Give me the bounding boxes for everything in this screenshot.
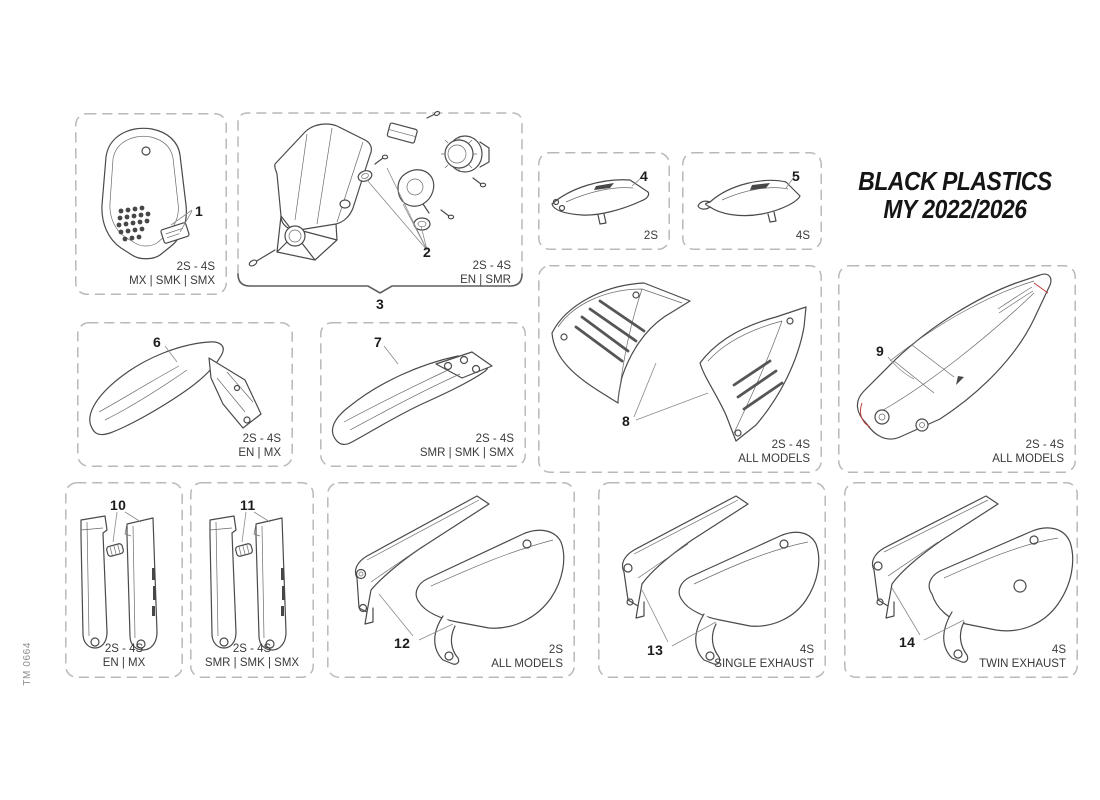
panel-side-panels-2s: 12 2S ALL MODELS: [327, 482, 575, 678]
connector-drawing: [386, 122, 418, 144]
models-label: ALL MODELS: [491, 658, 563, 670]
part-number-8: 8: [622, 413, 631, 429]
variant-label: 4S: [799, 644, 814, 656]
airbox-cover-4s-drawing: [682, 152, 822, 250]
models-label: EN | MX: [238, 447, 281, 459]
panel-front-fender-enduro: 6 2S - 4S EN | MX: [77, 322, 293, 467]
variant-label: 4S: [1051, 644, 1066, 656]
panel-headlight-mask-assembly: 2 2S - 4S EN | SMR: [237, 110, 523, 294]
bulb-holder-drawing: [397, 169, 435, 207]
models-label: EN | MX: [102, 657, 146, 669]
models-label: SMR | SMK | SMX: [204, 657, 300, 669]
models-label: MX | SMK | SMX: [129, 275, 215, 287]
models-label: ALL MODELS: [992, 453, 1064, 465]
part-number-5: 5: [792, 168, 801, 184]
part-number-13: 13: [647, 642, 664, 658]
variant-label: 2S: [643, 230, 658, 242]
variant-label: 2S - 4S: [176, 261, 215, 273]
part-number-9: 9: [876, 343, 885, 359]
panel-front-fender-supermoto: 7 2S - 4S SMR | SMK | SMX: [320, 322, 526, 467]
panel-fork-guards-supermoto: 11 2S - 4S SMR | SMK | SMX: [190, 482, 314, 678]
variant-label: 2S - 4S: [104, 643, 144, 655]
headlight-mask-drawing: [237, 110, 523, 294]
panel-radiator-shrouds: 8 2S - 4S ALL MODELS: [538, 265, 822, 473]
clip-drawing: [106, 543, 124, 557]
part-number-11: 11: [240, 497, 256, 513]
panel-side-panels-single-exhaust: 13 4S SINGLE EXHAUST: [598, 482, 826, 678]
part-number-1: 1: [195, 203, 204, 219]
variant-label: 2S - 4S: [242, 433, 281, 445]
airbox-cover-2s-drawing: [538, 152, 670, 250]
models-label: ALL MODELS: [738, 453, 810, 465]
part-number-10: 10: [110, 497, 127, 513]
vent-dots: [116, 205, 151, 242]
title-line-1: BLACK PLASTICS: [858, 166, 1052, 196]
part-number-6: 6: [153, 334, 162, 350]
variant-label: 2S - 4S: [1025, 439, 1064, 451]
panel-rear-fender: 9 2S - 4S ALL MODELS: [838, 265, 1076, 473]
panel-front-number-plate: 1 2S - 4S MX | SMK | SMX: [75, 113, 227, 295]
page-title: BLACK PLASTICS MY 2022/2026: [854, 167, 1056, 223]
variant-label: 2S - 4S: [232, 643, 272, 655]
panel-side-panels-twin-exhaust: 14 4S TWIN EXHAUST: [844, 482, 1078, 678]
models-label: TWIN EXHAUST: [979, 658, 1066, 670]
variant-label: 2S - 4S: [771, 439, 810, 451]
part-number-4: 4: [640, 168, 649, 184]
rear-fender-drawing: [838, 265, 1076, 473]
side-panels-single-exhaust-drawing: [598, 482, 826, 678]
variant-label: 2S: [548, 644, 563, 656]
models-label: EN | SMR: [460, 274, 511, 286]
side-panels-twin-exhaust-drawing: [844, 482, 1078, 678]
panel-airbox-cover-4s: 5 4S: [682, 152, 822, 250]
part-number-7: 7: [374, 334, 383, 350]
part-number-2: 2: [423, 244, 432, 260]
front-fender-supermoto-drawing: [320, 322, 526, 467]
fork-guards-enduro-drawing: [65, 482, 183, 678]
variant-label: 2S - 4S: [475, 433, 514, 445]
part-number-12: 12: [394, 635, 411, 651]
radiator-shrouds-drawing: [538, 265, 822, 473]
group-number-3: 3: [376, 296, 384, 312]
group-bracket: [237, 273, 523, 294]
document-code: TM 0664: [22, 642, 33, 686]
title-line-2: MY 2022/2026: [883, 194, 1027, 224]
front-fender-enduro-drawing: [77, 322, 293, 467]
variant-label: 2S - 4S: [472, 260, 511, 272]
models-label: SINGLE EXHAUST: [714, 658, 814, 670]
variant-label: 4S: [795, 230, 810, 242]
side-panels-2s-drawing: [327, 482, 575, 678]
front-number-plate-drawing: [75, 113, 227, 295]
part-number-14: 14: [899, 634, 916, 650]
panel-airbox-cover-2s: 4 2S: [538, 152, 670, 250]
headlight-bulb-drawing: [441, 135, 490, 173]
models-label: SMR | SMK | SMX: [419, 447, 514, 459]
fork-guards-supermoto-drawing: [190, 482, 314, 678]
panel-fork-guards-enduro: 10 2S - 4S EN | MX: [65, 482, 183, 678]
